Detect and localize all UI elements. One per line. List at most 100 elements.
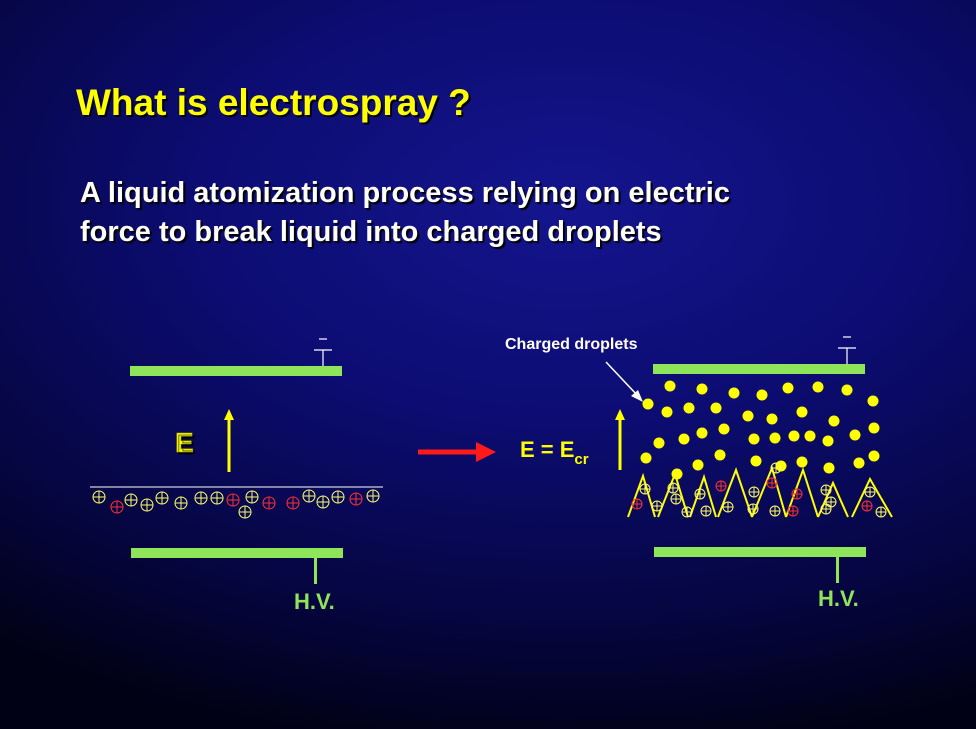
positive-ion-icon (155, 491, 169, 505)
positive-ion-icon (262, 496, 276, 510)
droplet-icon (796, 406, 808, 418)
taylor-cone-icon (785, 466, 819, 518)
right-diagram: Charged droplets E = Ecr H.V. (505, 336, 893, 611)
positive-ion-icon (651, 500, 663, 512)
droplet-icon (728, 387, 740, 399)
droplet-icon (710, 402, 722, 414)
droplet-icon (796, 456, 808, 468)
positive-ion-icon (820, 484, 832, 496)
droplet-icon (692, 459, 704, 471)
taylor-cone-icon (717, 467, 753, 518)
positive-ion-icon (226, 493, 240, 507)
droplet-icon (788, 430, 800, 442)
droplet-icon (812, 381, 824, 393)
positive-ion-icon (349, 492, 363, 506)
left-bottom-electrode (131, 548, 343, 558)
right-ground-icon (838, 336, 856, 364)
droplet-icon (867, 395, 879, 407)
positive-ion-icon (787, 505, 799, 517)
left-ion-layer (92, 489, 380, 519)
positive-ion-icon (331, 490, 345, 504)
positive-ion-icon (825, 496, 837, 508)
charged-droplets-label: Charged droplets (505, 336, 638, 353)
taylor-cone-icon (817, 480, 849, 518)
left-hv-label: H.V. (294, 589, 335, 614)
taylor-cone-layer (627, 464, 893, 518)
right-field-arrow (615, 409, 625, 470)
droplet-icon (683, 402, 695, 414)
right-field-label: E = Ecr (520, 437, 589, 468)
positive-ion-icon (715, 480, 727, 492)
droplet-icon (664, 380, 676, 392)
subtitle-line-1: A liquid atomization process relying on … (80, 177, 730, 209)
positive-ion-icon (791, 488, 803, 500)
left-field-label: E (175, 427, 194, 458)
left-ground-icon (314, 338, 332, 366)
droplet-icon (782, 382, 794, 394)
taylor-cone-icon (627, 472, 656, 518)
positive-ion-icon (667, 482, 679, 494)
droplet-icon (696, 427, 708, 439)
subtitle-line-2: force to break liquid into charged dropl… (80, 216, 662, 248)
positive-ion-icon (245, 490, 259, 504)
callout-arrow (605, 361, 643, 402)
droplet-icon (853, 457, 865, 469)
positive-ion-icon (861, 500, 873, 512)
right-hv-lead (836, 557, 839, 583)
right-field-label-main: E = E (520, 437, 574, 462)
left-field-arrow (224, 409, 234, 472)
droplet-icon (661, 406, 673, 418)
slide-subtitle: A liquid atomization process relying on … (80, 174, 730, 252)
positive-ion-icon (194, 491, 208, 505)
positive-ion-icon (748, 486, 760, 498)
droplet-icon (769, 432, 781, 444)
positive-ion-icon (875, 506, 887, 518)
droplet-icon (868, 450, 880, 462)
droplet-icon (804, 430, 816, 442)
droplet-icon (822, 435, 834, 447)
droplet-icon (642, 398, 654, 410)
positive-ion-icon (238, 505, 252, 519)
positive-ion-icon (302, 489, 316, 503)
droplet-icon (766, 413, 778, 425)
left-top-electrode (130, 366, 342, 376)
positive-ion-icon (110, 500, 124, 514)
left-hv-lead (314, 558, 317, 584)
droplet-icon (640, 452, 652, 464)
droplet-icon (696, 383, 708, 395)
positive-ion-icon (864, 486, 876, 498)
droplet-icon (742, 410, 754, 422)
positive-ion-icon (174, 496, 188, 510)
positive-ion-icon (694, 488, 706, 500)
right-hv-label: H.V. (818, 586, 859, 611)
positive-ion-icon (140, 498, 154, 512)
droplet-icon (841, 384, 853, 396)
positive-ion-icon (747, 503, 759, 515)
taylor-cone-icon (657, 470, 689, 518)
droplet-icon (718, 423, 730, 435)
droplet-icon (653, 437, 665, 449)
positive-ion-icon (770, 462, 782, 474)
right-top-electrode (653, 364, 865, 374)
taylor-cone-icon (851, 476, 893, 518)
left-diagram: E H.V. (90, 338, 383, 614)
droplet-icon (823, 462, 835, 474)
droplet-icon (748, 433, 760, 445)
positive-ion-icon (820, 503, 832, 515)
droplet-icon (678, 433, 690, 445)
positive-ion-icon (316, 495, 330, 509)
right-field-label-sub: cr (574, 451, 588, 468)
taylor-cone-icon (689, 473, 717, 518)
transition-arrow (418, 442, 496, 462)
positive-ion-icon (210, 491, 224, 505)
positive-ion-icon (124, 493, 138, 507)
droplet-icon (714, 449, 726, 461)
positive-ion-icon (670, 493, 682, 505)
droplet-icon (750, 455, 762, 467)
right-bottom-electrode (654, 547, 866, 557)
positive-ion-icon (766, 477, 778, 489)
positive-ion-icon (769, 505, 781, 517)
positive-ion-icon (631, 498, 643, 510)
positive-ion-icon (639, 483, 651, 495)
